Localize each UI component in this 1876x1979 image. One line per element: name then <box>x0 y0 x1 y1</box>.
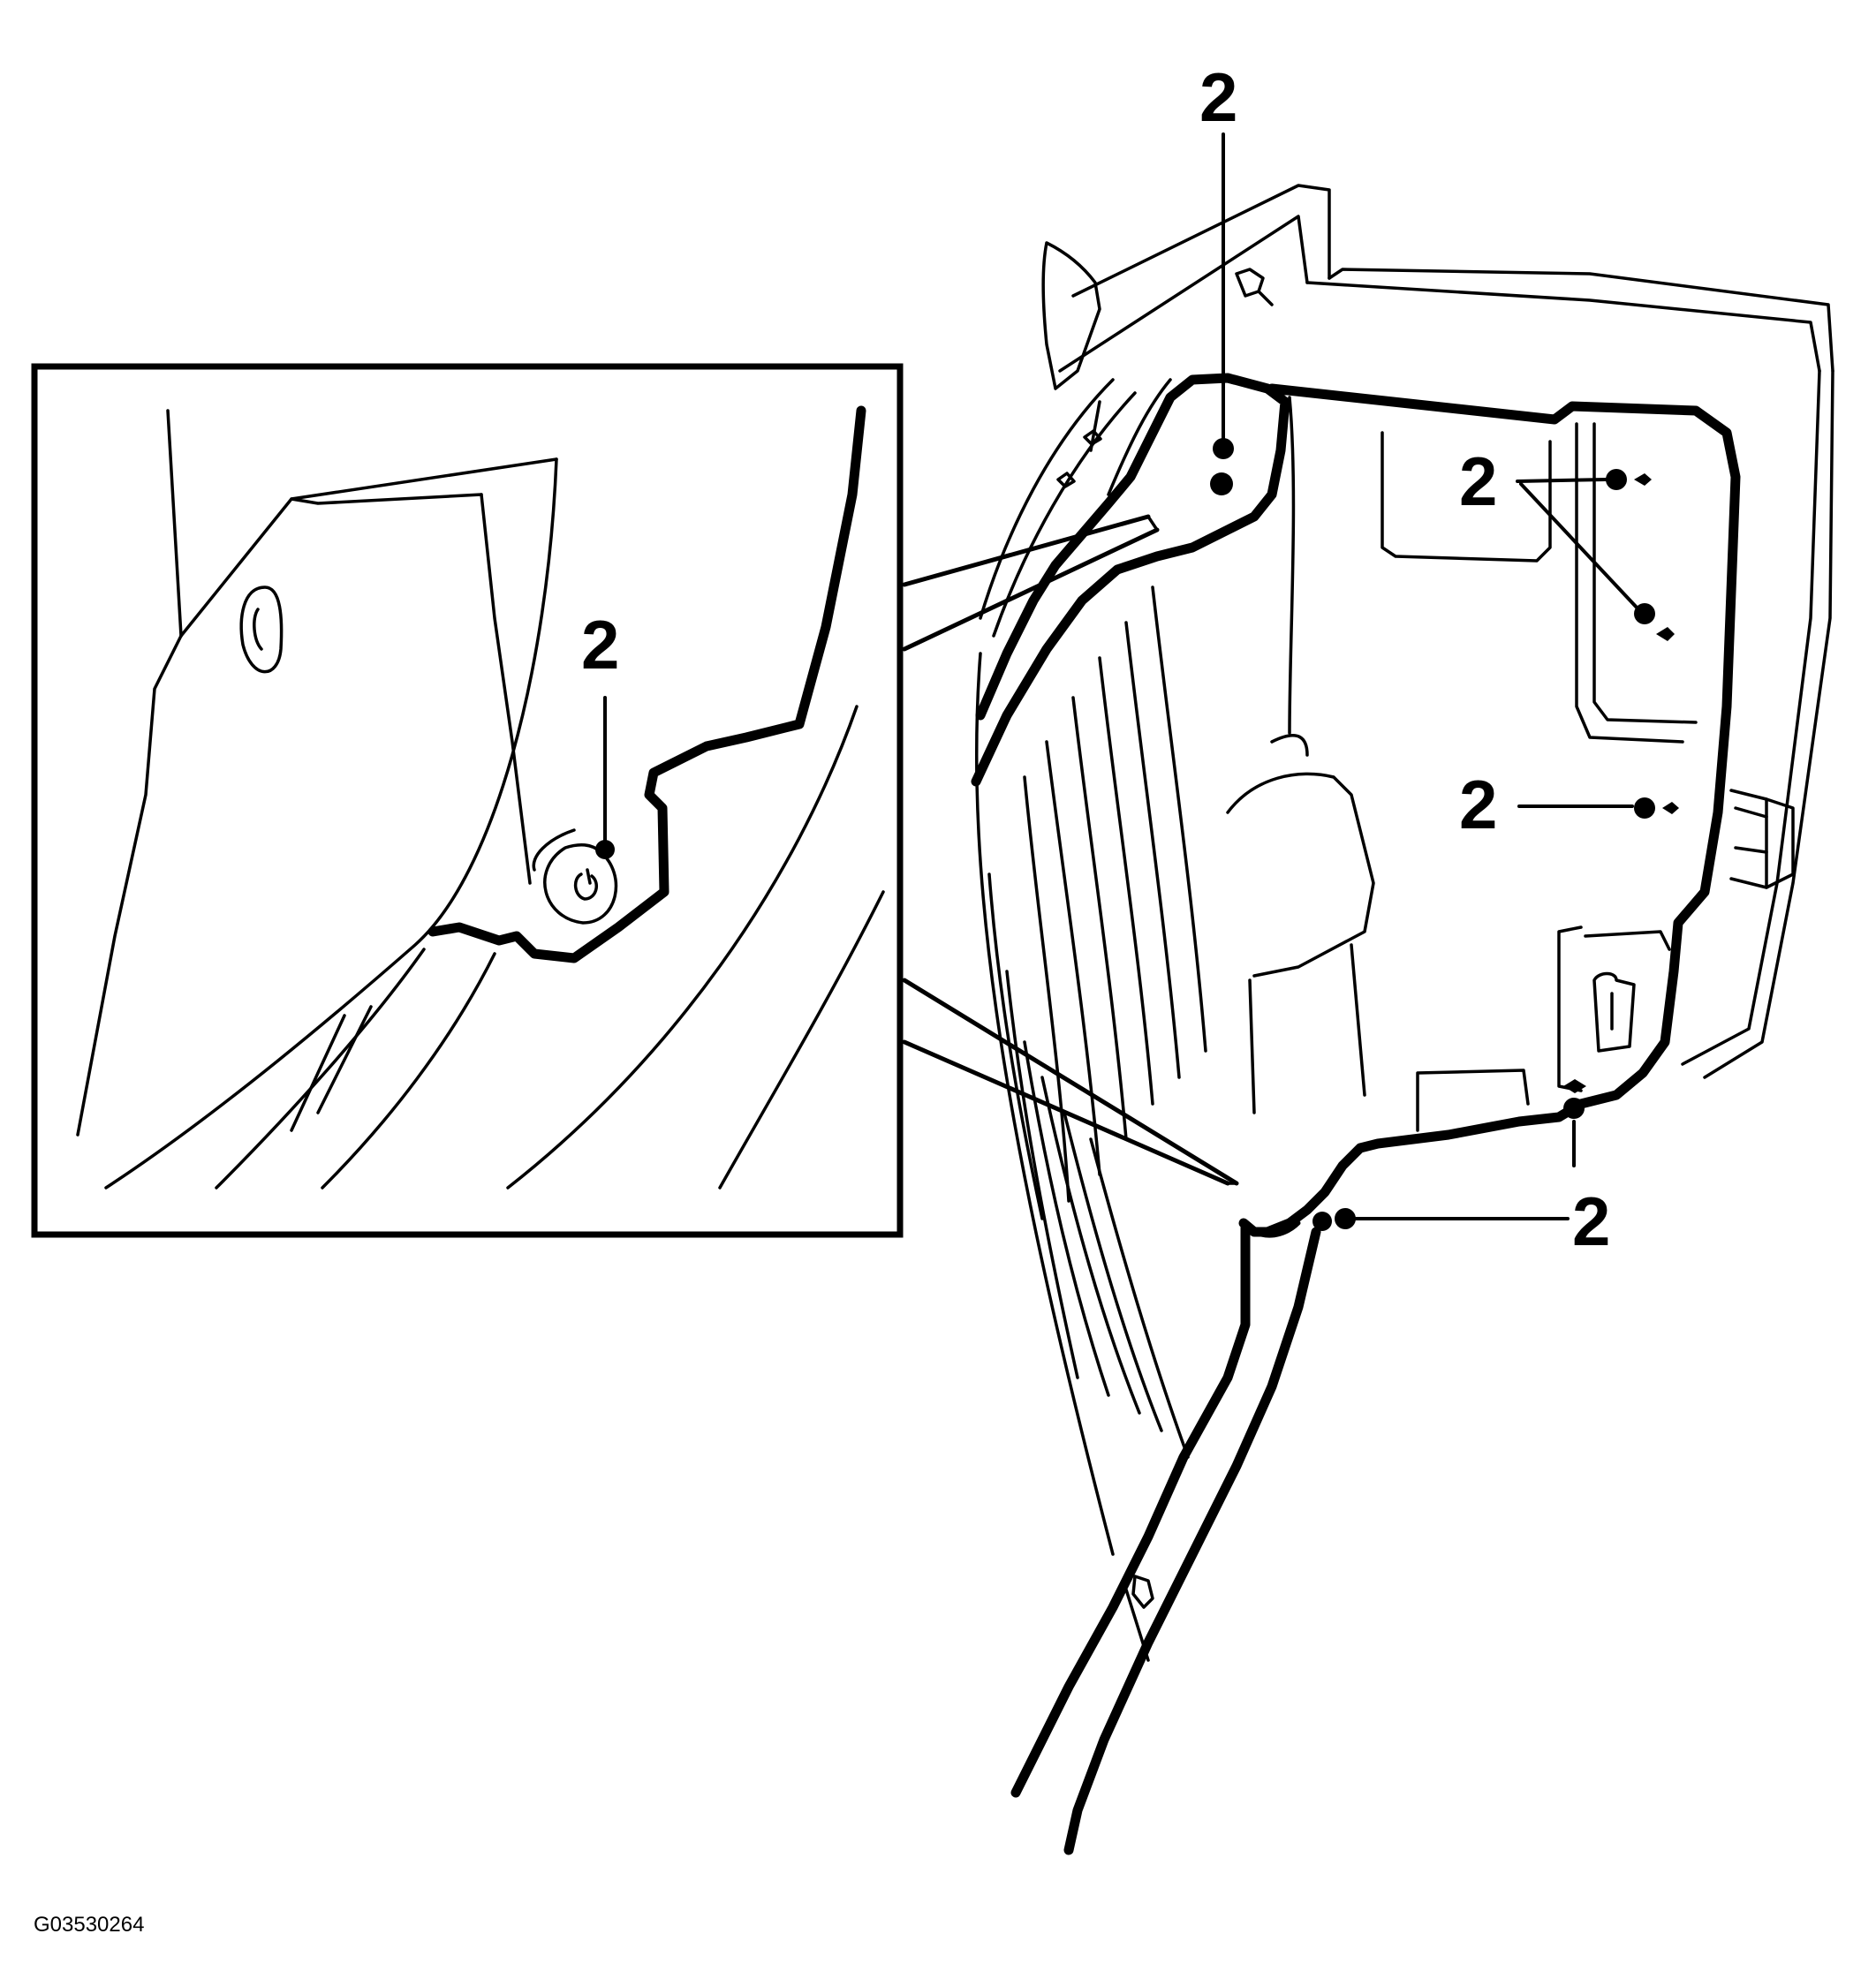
inset-connector-bottom <box>902 978 1239 1186</box>
inset-connector-top <box>902 514 1160 652</box>
callout-bottom-right-label: 2 <box>1572 1182 1610 1260</box>
callout-right-middle-label: 2 <box>1459 766 1497 843</box>
figure-reference-code: G03530264 <box>34 1913 144 1937</box>
callout-top-label: 2 <box>1199 58 1237 136</box>
detail-inset-frame <box>31 363 904 1238</box>
callout-right-upper: 2 <box>1459 442 1675 641</box>
detail-inset: 2 <box>31 363 904 1238</box>
inset-seal-line <box>427 405 866 963</box>
callout-right-upper-label: 2 <box>1459 442 1497 520</box>
callout-inset-label: 2 <box>581 606 619 684</box>
tailgate-panel <box>974 184 1834 1662</box>
callout-bottom-right: 2 <box>1312 1079 1610 1260</box>
tailgate-seal-line <box>971 373 1741 1855</box>
callout-top: 2 <box>1199 58 1237 495</box>
callout-right-middle: 2 <box>1459 766 1679 843</box>
